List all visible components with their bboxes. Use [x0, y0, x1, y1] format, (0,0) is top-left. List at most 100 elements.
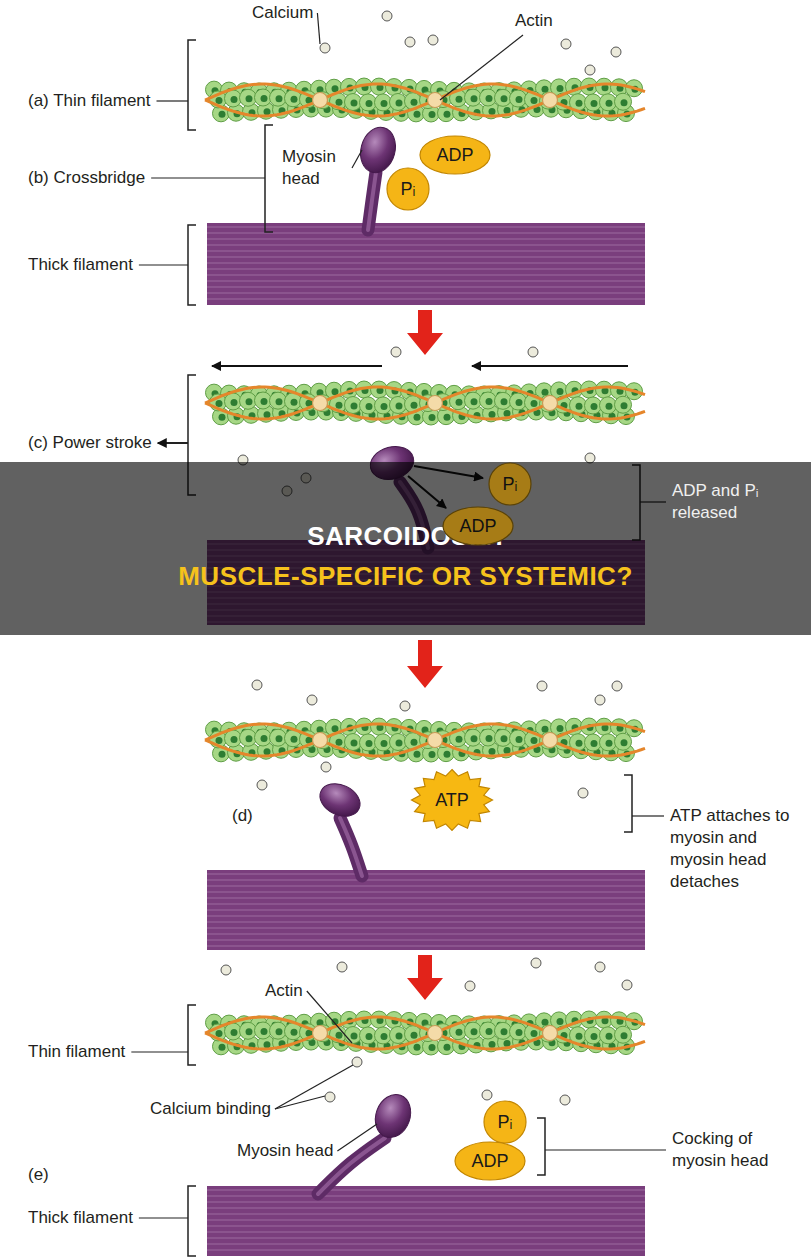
thick-filament-stripe: [207, 945, 645, 946]
actin-bead-core: [444, 414, 451, 421]
actin-bead: [375, 397, 392, 414]
actin-bead-core: [606, 740, 613, 747]
calcium-ion: [325, 1092, 335, 1102]
actin-bead-core: [246, 95, 253, 102]
actin-bead-core: [231, 96, 238, 103]
myosin-head-shape: [315, 778, 366, 823]
actin-bead-core: [414, 111, 421, 118]
actin-bead: [596, 718, 613, 735]
actin-bead-core: [366, 740, 373, 747]
leader-line: [139, 1217, 188, 1218]
actin-bead-core: [411, 1032, 418, 1039]
tropomyosin-strand: [205, 724, 645, 756]
actin-bead-core: [219, 111, 226, 118]
molecule-shape: [443, 507, 513, 545]
thick-filament-stripe: [207, 1237, 645, 1238]
protein-label: Myosin head: [282, 146, 348, 190]
adp-molecule: ADP: [454, 1141, 526, 1181]
actin-bead-core: [219, 751, 226, 758]
actin-bead: [510, 730, 527, 747]
actin-bead-core: [366, 1033, 373, 1040]
thick-filament-stripe: [207, 292, 645, 293]
calcium-ion: [320, 43, 330, 53]
actin-bead: [360, 734, 377, 751]
thick-filaments: [207, 223, 645, 1256]
troponin: [428, 733, 443, 748]
actin-bead: [585, 397, 602, 414]
myosin-head-shape: [356, 123, 401, 176]
actin-bead-core: [471, 1028, 478, 1035]
thick-filament-stripe: [207, 873, 645, 874]
leader-line: [440, 35, 523, 100]
molecule-shape: [420, 136, 490, 174]
actin-bead-core: [291, 736, 298, 743]
thick-filament-body: [207, 1186, 645, 1256]
molecule-shape: [484, 1101, 526, 1143]
actin-bead-core: [231, 399, 238, 406]
actin-bead: [540, 732, 557, 749]
actin-bead-core: [396, 1032, 403, 1039]
actin-bead-core: [501, 95, 508, 102]
calcium-ion: [391, 347, 401, 357]
actin-bead: [495, 729, 512, 746]
leader-line: [317, 13, 320, 44]
step-note: ADP and Pᵢ released: [672, 480, 777, 524]
thick-filament-stripe: [207, 903, 645, 904]
protein-label: Actin: [265, 980, 303, 1002]
actin-bead-core: [531, 1030, 538, 1037]
actin-bead-core: [276, 1028, 283, 1035]
troponin: [543, 1026, 558, 1041]
actin-bead: [345, 397, 362, 414]
actin-bead-core: [429, 414, 436, 421]
actin-bead: [270, 89, 287, 106]
actin-bead: [371, 718, 388, 735]
thick-filament-stripe: [207, 1231, 645, 1232]
tropomyosin-strand: [205, 84, 645, 116]
panel-label: (e): [28, 1164, 49, 1186]
molecule-label: ADP: [459, 516, 496, 536]
atp-starburst: [412, 770, 493, 831]
actin-bead-core: [381, 403, 388, 410]
actin-bead-core: [216, 737, 223, 744]
actin-bead: [480, 392, 497, 409]
actin-bead: [510, 1023, 527, 1040]
thin-filament: [205, 1011, 645, 1055]
thick-filament-stripe: [207, 1243, 645, 1244]
calcium-ion: [321, 762, 331, 772]
thick-filament-stripe: [207, 1201, 645, 1202]
actin-bead-core: [516, 1029, 523, 1036]
calcium-ion: [337, 962, 347, 972]
actin-bead-core: [486, 735, 493, 742]
thick-filament-stripe: [207, 927, 645, 928]
thick-filament-stripe: [207, 897, 645, 898]
troponin: [543, 396, 558, 411]
myosin-heads: [315, 123, 428, 1194]
actin-bead: [585, 94, 602, 111]
step-arrow: [407, 955, 443, 1000]
thick-filament-body: [207, 223, 645, 305]
troponin: [543, 93, 558, 108]
calcium-ion: [252, 680, 262, 690]
leader-line: [275, 1065, 353, 1109]
calcium-ion: [612, 681, 622, 691]
molecule-label: ADP: [471, 1151, 508, 1171]
actin-bead: [390, 1026, 407, 1043]
panel-label: (a) Thin filament: [28, 90, 151, 112]
actin-bead: [255, 89, 272, 106]
ion-label: Calcium binding: [150, 1098, 271, 1120]
actin-bead: [495, 89, 512, 106]
bracket: [188, 40, 196, 130]
leader-line: [307, 991, 352, 1043]
actin-bead: [345, 94, 362, 111]
actin-bead: [596, 381, 613, 398]
thin-filament: [205, 718, 645, 762]
calcium-ion: [595, 695, 605, 705]
actin-bead-core: [531, 97, 538, 104]
calcium-ion: [595, 962, 605, 972]
actin-bead-core: [486, 95, 493, 102]
actin-bead: [600, 734, 617, 751]
step-note: Cocking of myosin head: [672, 1128, 787, 1172]
actin-bead-core: [557, 85, 564, 92]
myosin-crossbridge: [315, 778, 366, 876]
actin-bead-core: [414, 751, 421, 758]
